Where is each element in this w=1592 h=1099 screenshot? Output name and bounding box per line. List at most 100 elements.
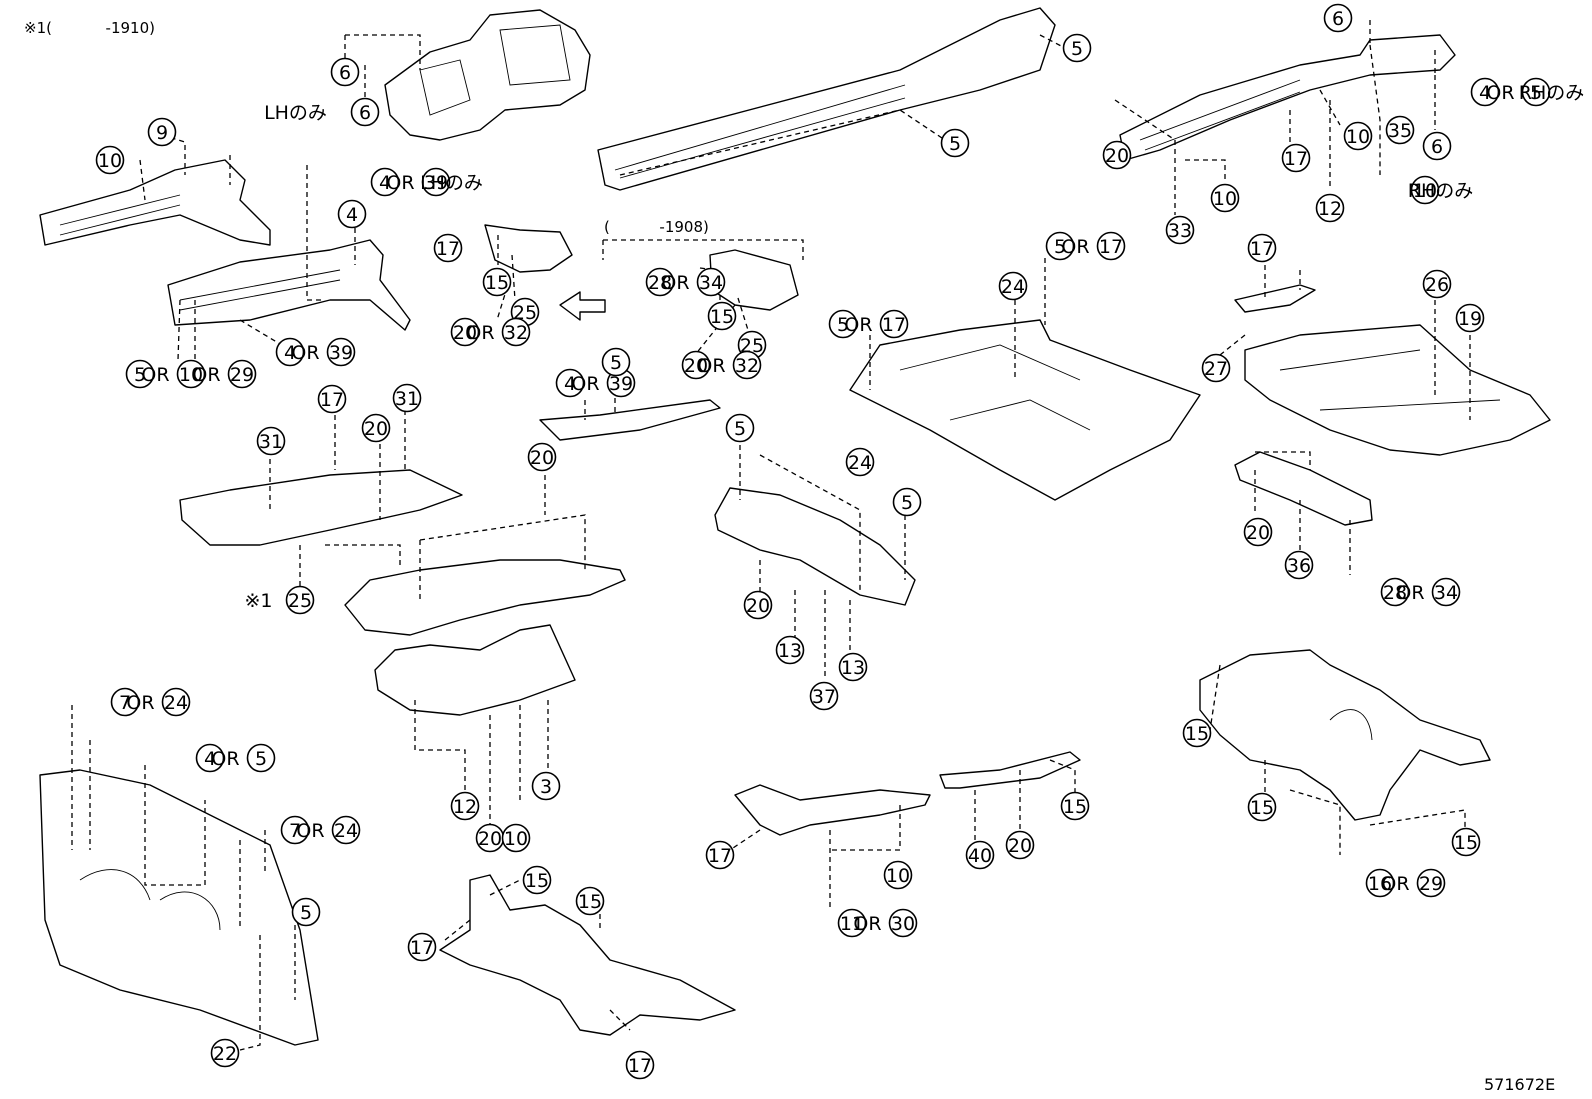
callout-10: 10 (883, 860, 913, 890)
callout-5-circle (828, 309, 858, 339)
callout-17-circle (317, 384, 347, 414)
callout-28-circle (1380, 577, 1410, 607)
callout-39-circle (421, 167, 451, 197)
callout-20-number: 20 (1105, 145, 1129, 167)
callout-13: 13 (838, 652, 868, 682)
callout-7-number: 7 (289, 820, 301, 842)
callout-5-number: 5 (734, 418, 746, 440)
callout-15: 15 (707, 301, 737, 331)
callout-24-circle (998, 271, 1028, 301)
callout-15: 15 (1060, 791, 1090, 821)
callout-6-number: 6 (1431, 136, 1443, 158)
callout-27: 27 (1201, 353, 1231, 383)
callout-5-circle (1062, 33, 1092, 63)
callout-6-number: 6 (339, 62, 351, 84)
callout-4-circle (195, 743, 225, 773)
callout-32-circle (501, 317, 531, 347)
callout-15-number: 15 (525, 870, 549, 892)
callout-15-circle (1451, 827, 1481, 857)
callout-6: 6 (330, 57, 360, 87)
callout-29-circle (227, 359, 257, 389)
callout-5-circle (1045, 231, 1075, 261)
callout-40-circle (965, 840, 995, 870)
callout-5-circle (291, 897, 321, 927)
callout-17-circle (1247, 233, 1277, 263)
callout-10-number: 10 (886, 865, 910, 887)
callout-12-circle (450, 791, 480, 821)
callout-29-circle (1416, 868, 1446, 898)
callout-22-circle (210, 1038, 240, 1068)
callout-suffix: RHのみ (1408, 180, 1474, 202)
callout-22-number: 22 (213, 1043, 237, 1065)
callout-35-number: 35 (1388, 120, 1412, 142)
callout-10-number: 10 (179, 364, 203, 386)
callout-10-circle (1410, 175, 1440, 205)
leader-lines (71, 20, 1471, 1051)
callout-5-circle (892, 487, 922, 517)
callout-17-number: 17 (882, 314, 906, 336)
callout-7-number: 7 (119, 692, 131, 714)
callout-34-circle (1431, 577, 1461, 607)
callout-17: 17 (705, 840, 735, 870)
callout-24: 24 (845, 447, 875, 477)
callout-27-number: 27 (1204, 358, 1228, 380)
callout-4-circle (555, 368, 585, 398)
footnote-1-range: -1910) (105, 19, 155, 37)
or-separator: OR (126, 692, 154, 714)
or-separator: OR (571, 373, 599, 395)
callout-13-number: 13 (841, 657, 865, 679)
callout-17-circle (879, 309, 909, 339)
callout-12: 12 (450, 791, 480, 821)
callout-28-circle (645, 267, 675, 297)
callout-suffix: LHのみ (420, 172, 483, 194)
callout-6-circle (330, 57, 360, 87)
callout-6-circle (1323, 3, 1353, 33)
footnote-1: ※1( -1910) (24, 21, 155, 36)
callout-5-number: 5 (1054, 236, 1066, 258)
callout-4-number: 4 (346, 204, 358, 226)
or-separator: OR (291, 342, 319, 364)
callout-9-circle (147, 117, 177, 147)
callout-17-circle (625, 1050, 655, 1080)
callout-17: 17 (407, 932, 437, 962)
callout-6-circle (1422, 131, 1452, 161)
callout-26: 26 (1422, 269, 1452, 299)
callout-10-number: 10 (1346, 126, 1370, 148)
callout-29-number: 29 (1419, 873, 1443, 895)
callout-34-number: 34 (1434, 582, 1458, 604)
callout-4-number: 4 (204, 748, 216, 770)
callout-20-circle (1005, 830, 1035, 860)
callout-20-circle (681, 350, 711, 380)
callout-20-number: 20 (453, 322, 477, 344)
callout-24-number: 24 (334, 820, 358, 842)
callout-11-number: 11 (840, 913, 864, 935)
callout-4-circle (275, 337, 305, 367)
callout-20-number: 20 (1008, 835, 1032, 857)
callout-5-number: 5 (837, 314, 849, 336)
callout-37-circle (809, 681, 839, 711)
callout-31: 31 (392, 383, 422, 413)
callout-34-number: 34 (699, 272, 723, 294)
callout-5-circle (725, 413, 755, 443)
callout-17-number: 17 (436, 238, 460, 260)
callout-10-number: 10 (1213, 188, 1237, 210)
callout-28-number: 28 (648, 272, 672, 294)
callout-16-number: 16 (1368, 873, 1392, 895)
callout-17-number: 17 (708, 845, 732, 867)
callout-15-number: 15 (485, 272, 509, 294)
callout-6-circle (350, 97, 380, 127)
callout-prefix: LHのみ (264, 102, 327, 124)
callout-10-circle (1343, 121, 1373, 151)
callout-3-circle (531, 771, 561, 801)
callout-24-circle (331, 815, 361, 845)
callout-17-circle (705, 840, 735, 870)
callout-15-number: 15 (1185, 723, 1209, 745)
callout-17: 17 (317, 384, 347, 414)
